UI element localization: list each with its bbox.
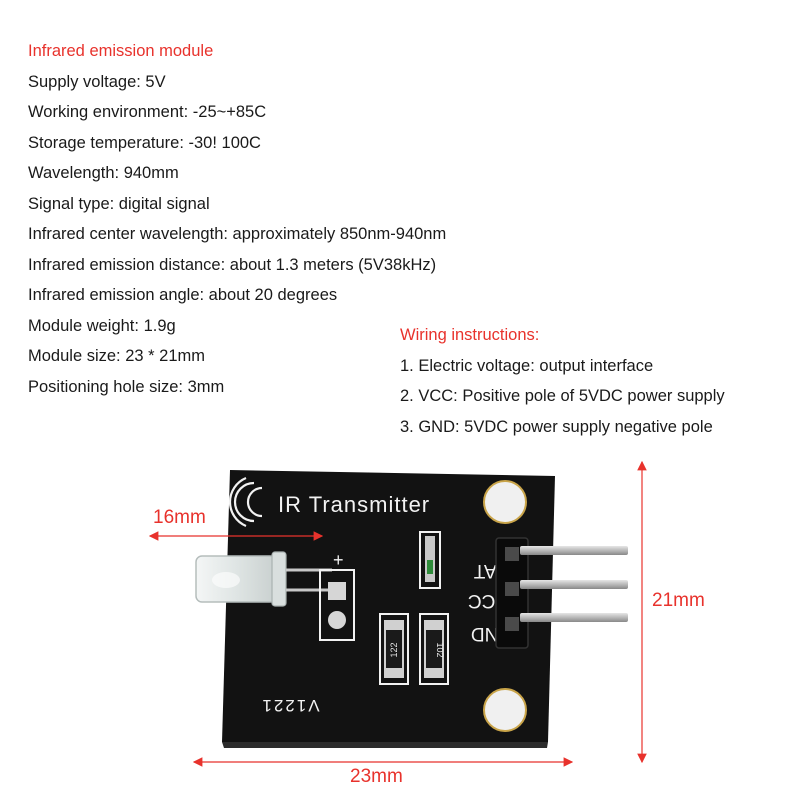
led-pad-frame [319, 569, 355, 641]
ir-wave-icon [228, 476, 263, 528]
wiring-title: Wiring instructions: [400, 326, 540, 344]
spec-line: Infrared center wavelength: approximatel… [28, 225, 447, 243]
mounting-hole-bottom [483, 688, 527, 732]
resistor-2: 102 [419, 613, 449, 685]
spec-line: Signal type: digital signal [28, 194, 210, 213]
spec-line: Positioning hole size: 3mm [28, 377, 225, 396]
dim-label-16mm: 16mm [153, 507, 206, 528]
resistor-1: 122 [379, 613, 409, 685]
spec-line: Storage temperature: -30! 100C [28, 133, 261, 152]
silk-title: IR Transmitter [278, 492, 430, 517]
header-pin-2 [520, 580, 628, 589]
spec-line: Module weight: 1.9g [28, 316, 176, 335]
spec-line: Module size: 23 * 21mm [28, 347, 205, 365]
wiring-line: 3. GND: 5VDC power supply negative pole [400, 417, 713, 436]
ir-led [195, 551, 332, 607]
header-pin-1 [520, 546, 628, 555]
version-label: V1221 [260, 696, 319, 715]
spec-line: Supply voltage: 5V [28, 72, 166, 91]
spec-line: Wavelength: 940mm [28, 164, 179, 182]
spec-line: Infrared emission distance: about 1.3 me… [28, 255, 437, 274]
wiring-line: 2. VCC: Positive pole of 5VDC power supp… [400, 387, 725, 405]
specs-block: Infrared emission module Supply voltage:… [28, 36, 446, 402]
indicator-led [425, 536, 435, 582]
dim-label-21mm: 21mm [652, 590, 705, 611]
mounting-hole-top [483, 480, 527, 524]
indicator-led-frame [419, 531, 441, 589]
wiring-line: 1. Electric voltage: output interface [400, 356, 654, 375]
resistor-2-code: 102 [435, 642, 445, 657]
wiring-block: Wiring instructions: 1. Electric voltage… [400, 320, 725, 442]
spec-line: Infrared emission angle: about 20 degree… [28, 286, 338, 304]
resistor-1-code: 122 [389, 642, 399, 657]
plus-sign: + [333, 550, 344, 570]
specs-title: Infrared emission module [28, 42, 214, 60]
header-pin-3 [520, 613, 628, 622]
dim-label-23mm: 23mm [350, 766, 403, 787]
spec-line: Working environment: -25~+85C [28, 103, 267, 121]
